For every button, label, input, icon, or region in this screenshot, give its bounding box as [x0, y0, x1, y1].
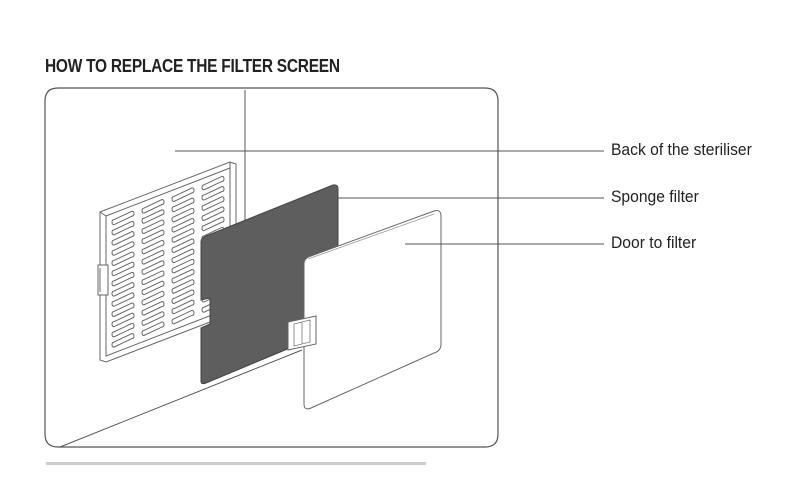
grille-slot	[111, 261, 135, 277]
steriliser-housing	[44, 87, 499, 448]
grille-slot	[111, 210, 135, 226]
grille-slot	[111, 282, 135, 297]
callout-sponge-filter: Sponge filter	[611, 187, 699, 206]
grille-slot	[141, 280, 165, 296]
grille-slot	[141, 311, 165, 326]
grille-slot	[171, 279, 195, 294]
grille-slot	[201, 175, 225, 191]
grille-slot	[171, 218, 195, 233]
grille-slot	[111, 292, 135, 307]
grille-slot	[111, 322, 135, 338]
grille-slot	[171, 309, 195, 325]
grille-slot	[141, 199, 165, 214]
grille-slot	[171, 228, 195, 243]
page-title: HOW TO REPLACE THE FILTER SCREEN	[45, 56, 340, 76]
grille-slot	[141, 250, 165, 265]
grille-slot	[201, 196, 225, 211]
grille-slot	[141, 229, 165, 245]
grille-slot	[141, 219, 165, 234]
grille-slot	[171, 269, 195, 284]
grille-slot	[111, 220, 135, 236]
grille-slot	[141, 290, 165, 306]
grille-slot	[141, 270, 165, 285]
grille-slot	[111, 231, 135, 246]
grille-slot	[171, 258, 195, 274]
grille-slot	[171, 187, 195, 202]
callout-door-to-filter: Door to filter	[611, 233, 697, 252]
grille-slot	[201, 216, 225, 232]
grille-slot	[171, 299, 195, 315]
grille-slot	[141, 321, 165, 336]
leader-lines	[175, 90, 604, 245]
grille-slot	[141, 239, 165, 255]
grille-slot	[141, 260, 165, 275]
grille-slot	[111, 271, 135, 287]
grille-slot	[201, 186, 225, 201]
grille-slot	[171, 207, 195, 223]
grille-slot	[171, 289, 195, 304]
grille-slot	[111, 241, 135, 256]
grille-slot	[171, 238, 195, 253]
grille-slot	[111, 302, 135, 317]
floor-line	[59, 349, 303, 448]
grille-slot	[111, 312, 135, 328]
clipped-text-remnant	[46, 462, 426, 465]
grille-slot	[141, 209, 165, 224]
grille-slot	[171, 248, 195, 264]
filter-door	[287, 210, 442, 410]
callout-back-of-steriliser: Back of the steriliser	[611, 140, 752, 159]
grille-slot	[111, 251, 135, 266]
grille-slot	[201, 206, 225, 221]
grille-slot	[171, 197, 195, 213]
grille-slot	[111, 333, 135, 348]
grille-slot	[141, 301, 165, 316]
